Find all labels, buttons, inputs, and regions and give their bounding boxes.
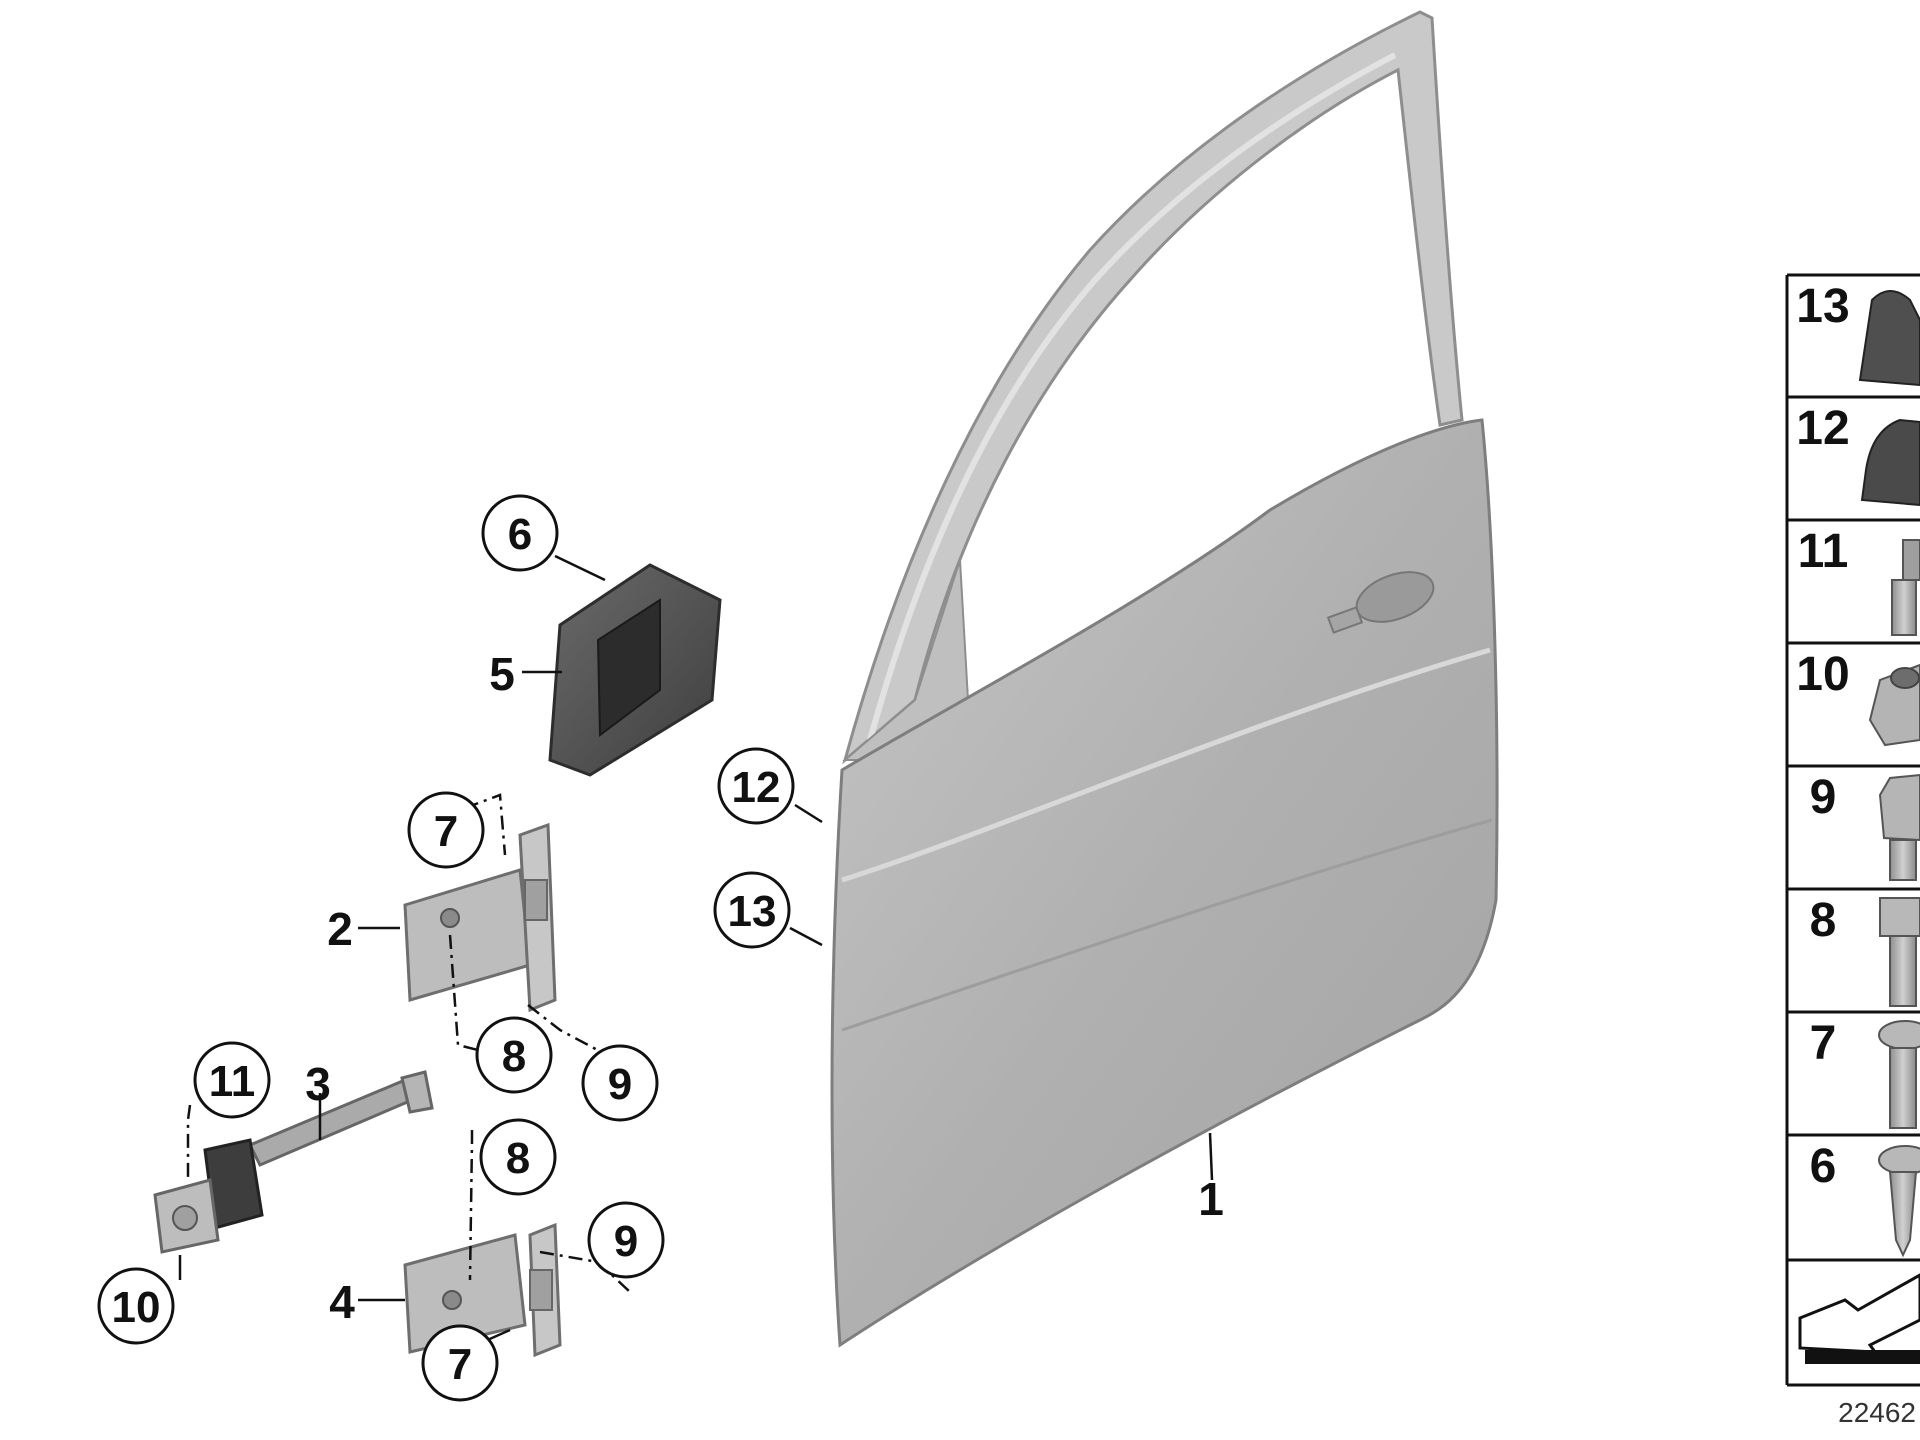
legend-label-11: 11 bbox=[1798, 525, 1849, 578]
lower-hinge-bolt-hole bbox=[442, 1290, 462, 1310]
callout-8-upper-label: 8 bbox=[502, 1032, 526, 1081]
callout-13: 13 bbox=[713, 871, 791, 949]
check-strap-arm bbox=[247, 1078, 414, 1167]
long-bolt-icon bbox=[1879, 897, 1920, 1007]
callout-6-label: 6 bbox=[508, 510, 532, 559]
callout-9-lower-label: 9 bbox=[614, 1217, 638, 1266]
callout-8-upper: 8 bbox=[475, 1016, 553, 1094]
callout-11-label: 11 bbox=[209, 1057, 256, 1106]
hex-nut-icon bbox=[1868, 663, 1920, 747]
flange-bolt-icon bbox=[1878, 773, 1920, 881]
callout-12-label: 12 bbox=[732, 763, 781, 812]
door-character-line bbox=[841, 647, 1491, 883]
label-2: 2 bbox=[327, 903, 353, 955]
door-panel bbox=[830, 418, 1499, 1348]
label-4: 4 bbox=[329, 1276, 355, 1328]
stop-block-slot bbox=[596, 598, 661, 737]
rubber-stopper-icon bbox=[1860, 418, 1920, 507]
tapping-screw-icon bbox=[1878, 1145, 1920, 1258]
torx-screw-icon bbox=[1878, 1020, 1920, 1129]
upper-hinge-pin bbox=[524, 879, 548, 921]
callout-12: 12 bbox=[717, 747, 795, 825]
legend-label-10: 10 bbox=[1796, 648, 1849, 701]
label-5: 5 bbox=[489, 648, 515, 700]
upper-hinge-plate bbox=[403, 868, 532, 1002]
upper-hinge bbox=[403, 822, 557, 1013]
callout-6: 6 bbox=[481, 494, 559, 572]
upper-hinge-bolt-hole bbox=[440, 908, 460, 928]
callout-7-lower: 7 bbox=[421, 1324, 499, 1402]
door-check-strap bbox=[153, 1070, 434, 1254]
door-stop-block bbox=[548, 563, 722, 777]
callout-9-lower: 9 bbox=[587, 1201, 665, 1279]
legend-label-9: 9 bbox=[1810, 771, 1837, 824]
door-window-frame bbox=[842, 10, 1464, 765]
lower-hinge bbox=[403, 1222, 562, 1358]
callout-7-upper-label: 7 bbox=[434, 807, 458, 856]
fastener-legend: 13 12 11 10 9 8 7 6 bbox=[1785, 273, 1920, 1387]
check-strap-end bbox=[400, 1070, 434, 1114]
rubber-buffer-icon bbox=[1858, 290, 1920, 387]
callout-9-upper: 9 bbox=[581, 1044, 659, 1122]
door-handle-cap bbox=[1326, 606, 1364, 634]
legend-label-8: 8 bbox=[1810, 894, 1837, 947]
diagram-reference-number: 22462 bbox=[1838, 1397, 1916, 1428]
orientation-arrow-icon bbox=[1798, 1273, 1920, 1364]
lower-hinge-plate bbox=[403, 1233, 527, 1354]
callout-10: 10 bbox=[97, 1267, 175, 1345]
lower-hinge-pin bbox=[529, 1269, 553, 1311]
legend-label-12: 12 bbox=[1796, 402, 1849, 455]
callout-10-label: 10 bbox=[112, 1283, 161, 1332]
callout-13-label: 13 bbox=[728, 887, 777, 936]
door-shell bbox=[830, 10, 1499, 1348]
door-window-frame-inner bbox=[867, 52, 1397, 741]
callout-11: 11 bbox=[193, 1041, 271, 1119]
callout-8-lower-label: 8 bbox=[506, 1134, 530, 1183]
label-3: 3 bbox=[305, 1058, 331, 1110]
legend-label-6: 6 bbox=[1810, 1140, 1837, 1193]
callout-8-lower: 8 bbox=[479, 1118, 557, 1196]
label-1: 1 bbox=[1198, 1173, 1224, 1225]
callout-9-upper-label: 9 bbox=[608, 1060, 632, 1109]
callout-7-lower-label: 7 bbox=[448, 1340, 472, 1389]
legend-label-13: 13 bbox=[1796, 280, 1849, 333]
check-strap-bolt bbox=[172, 1205, 198, 1231]
callout-7-upper: 7 bbox=[407, 791, 485, 869]
legend-label-7: 7 bbox=[1810, 1017, 1837, 1070]
hex-bolt-icon bbox=[1891, 539, 1920, 636]
door-lower-crease bbox=[841, 818, 1493, 1032]
